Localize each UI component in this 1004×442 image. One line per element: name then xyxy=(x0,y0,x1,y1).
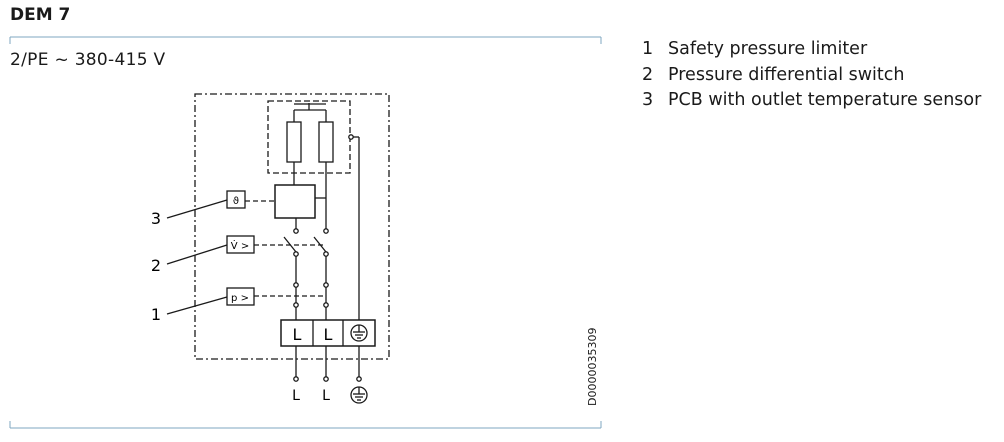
callout-3: 3 xyxy=(151,209,161,228)
page-title: DEM 7 xyxy=(10,5,71,25)
heating-element-2 xyxy=(318,121,334,163)
legend-number: 3 xyxy=(642,90,654,110)
document-id: D0000035309 xyxy=(586,327,599,406)
supply-voltage: 2/PE ~ 380-415 V xyxy=(10,50,166,70)
legend-item: 3 PCB with outlet temperature sensor xyxy=(642,88,981,114)
callout-1: 1 xyxy=(151,305,161,324)
pcb-block xyxy=(274,184,316,219)
output-l2-label: L xyxy=(322,388,330,404)
legend: 1 Safety pressure limiter 2 Pressure diffe… xyxy=(642,37,981,114)
legend-text: Safety pressure limiter xyxy=(668,39,868,59)
temp-sensor-label: ϑ xyxy=(233,196,239,207)
terminal-l1-label: L xyxy=(293,325,302,344)
device-enclosure xyxy=(194,93,390,360)
legend-text: Pressure differential switch xyxy=(668,64,905,85)
legend-number: 2 xyxy=(642,64,654,85)
pressure-limiter-label: p > xyxy=(231,293,249,304)
output-l1-label: L xyxy=(292,388,300,404)
temp-sensor-box xyxy=(226,190,246,209)
legend-item: 1 Safety pressure limiter xyxy=(642,37,981,63)
callout-2: 2 xyxy=(151,256,161,275)
terminal-l2-label: L xyxy=(324,325,333,344)
legend-text: PCB with outlet temperature sensor xyxy=(668,90,982,110)
legend-item: 2 Pressure differential switch xyxy=(642,63,981,89)
heater-enclosure xyxy=(267,100,351,174)
terminal-block xyxy=(280,319,376,347)
heating-element-1 xyxy=(286,121,302,163)
legend-number: 1 xyxy=(642,39,654,59)
flow-switch-label: V̇ > xyxy=(231,239,249,252)
